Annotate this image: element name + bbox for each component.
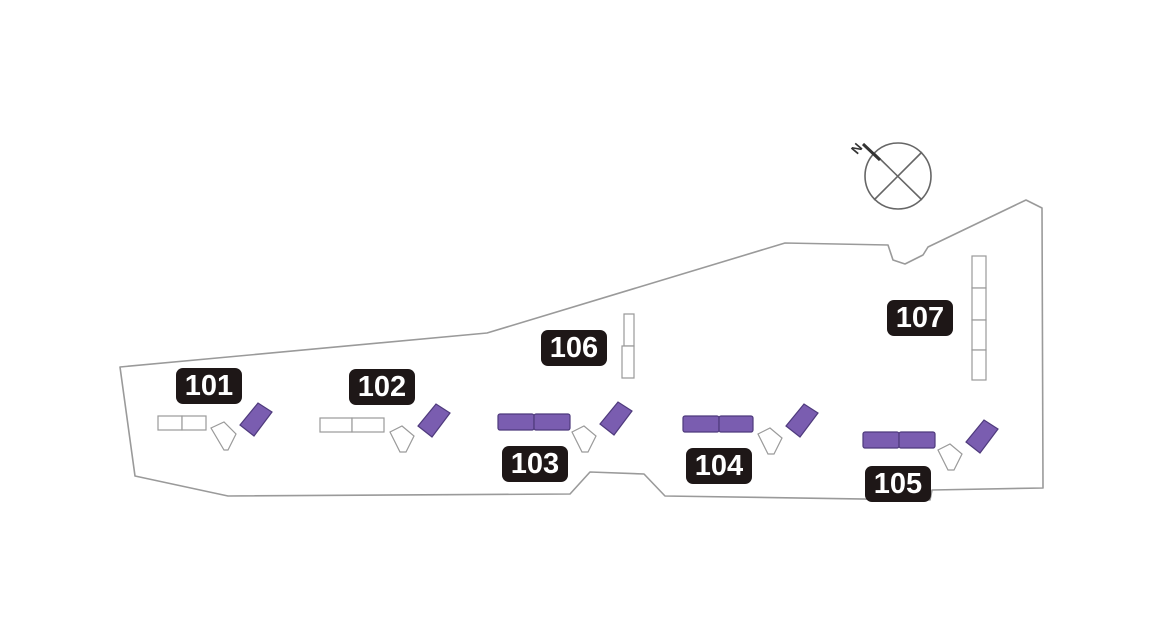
building-vertical bbox=[623, 313, 635, 347]
north-compass-icon bbox=[861, 142, 932, 210]
building-vertical bbox=[971, 319, 987, 351]
building-group-105[interactable] bbox=[862, 419, 999, 471]
building-label-107[interactable]: 107 bbox=[887, 300, 953, 336]
building-row-highlight bbox=[898, 431, 936, 449]
building-chevron bbox=[210, 421, 237, 451]
building-tower-highlight bbox=[785, 403, 819, 438]
building-row bbox=[181, 415, 207, 431]
building-vertical bbox=[621, 345, 635, 379]
building-label-104[interactable]: 104 bbox=[686, 448, 752, 484]
building-chevron bbox=[571, 425, 597, 453]
building-group-107[interactable] bbox=[971, 255, 987, 381]
building-vertical bbox=[971, 287, 987, 321]
building-row bbox=[157, 415, 183, 431]
building-chevron bbox=[937, 443, 963, 471]
building-label-102[interactable]: 102 bbox=[349, 369, 415, 405]
building-tower-highlight bbox=[417, 403, 451, 438]
building-chevron bbox=[389, 425, 415, 453]
building-label-105[interactable]: 105 bbox=[865, 466, 931, 502]
building-row-highlight bbox=[718, 415, 754, 433]
building-row-highlight bbox=[862, 431, 900, 449]
building-group-101[interactable] bbox=[157, 402, 273, 451]
building-label-103[interactable]: 103 bbox=[502, 446, 568, 482]
building-row bbox=[351, 417, 385, 433]
building-group-106[interactable] bbox=[621, 313, 635, 379]
building-tower-highlight bbox=[239, 402, 273, 437]
building-row-highlight bbox=[533, 413, 571, 431]
building-label-101[interactable]: 101 bbox=[176, 368, 242, 404]
building-label-106[interactable]: 106 bbox=[541, 330, 607, 366]
building-vertical bbox=[971, 349, 987, 381]
building-row bbox=[319, 417, 353, 433]
building-tower-highlight bbox=[965, 419, 999, 454]
building-chevron bbox=[757, 427, 783, 455]
building-row-highlight bbox=[682, 415, 720, 433]
building-group-102[interactable] bbox=[319, 403, 451, 453]
building-group-103[interactable] bbox=[497, 401, 633, 453]
building-vertical bbox=[971, 255, 987, 289]
building-tower-highlight bbox=[599, 401, 633, 436]
building-group-104[interactable] bbox=[682, 403, 819, 455]
building-row-highlight bbox=[497, 413, 535, 431]
